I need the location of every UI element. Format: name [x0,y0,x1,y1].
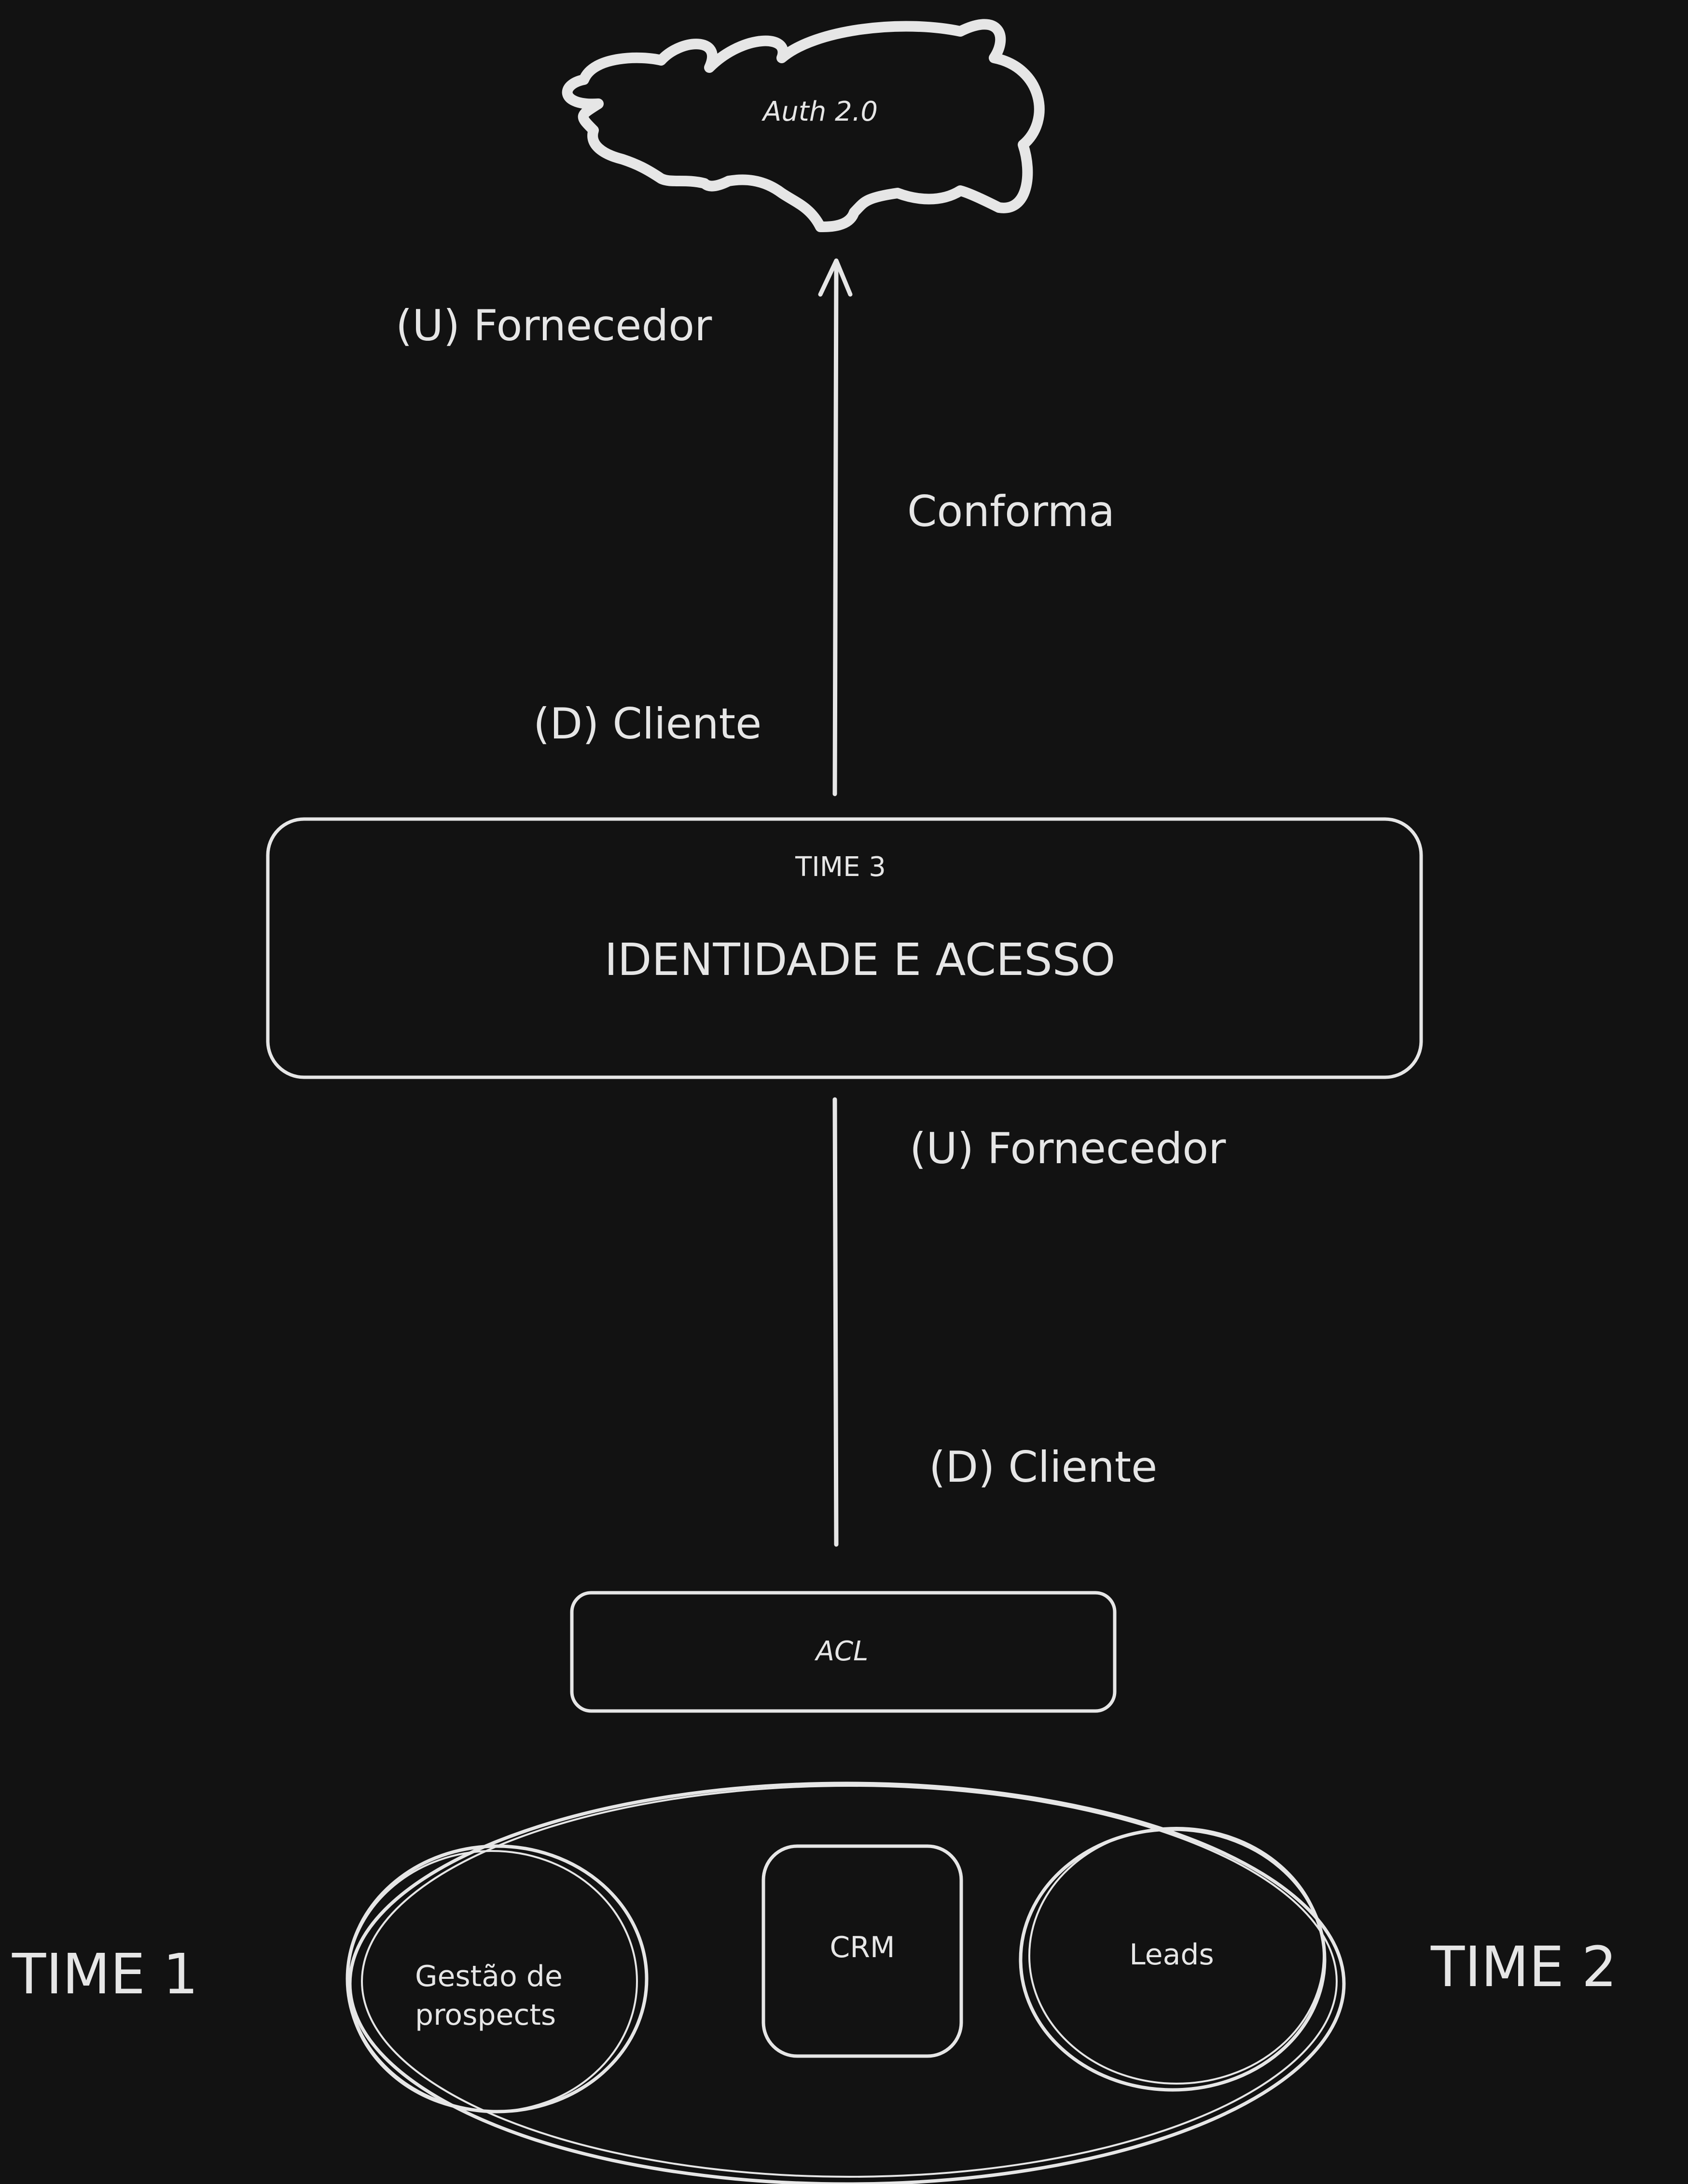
cloud-label: Auth 2.0 [761,96,878,127]
prospects-label-line1: Gestão de [415,1960,563,1993]
identity-context-box: TIME 3 IDENTIDADE E ACESSO [266,817,1423,1079]
contexts-group: Gestão de prospects CRM Leads [346,1781,1346,2184]
acl-box-border [570,1591,1117,1713]
outer-ellipse-sketch [361,1785,1338,2178]
leads-label: Leads [1129,1938,1214,1972]
crm-label: CRM [830,1931,895,1964]
acl-box: ACL [570,1591,1117,1713]
upper-downstream-label: (D) Cliente [533,699,761,749]
acl-label: ACL [815,1636,869,1667]
lower-upstream-label: (U) Fornecedor [910,1124,1226,1173]
identity-title: IDENTIDADE E ACESSO [605,934,1116,986]
upper-arrow-line [832,261,839,796]
identity-box-border [266,817,1423,1079]
prospects-label-line2: prospects [415,1998,556,2032]
upper-relationship: (U) Fornecedor Conforma (D) Cliente [396,258,1115,796]
auth-cloud: Auth 2.0 [562,19,1045,232]
lower-relationship: (U) Fornecedor (D) Cliente [832,1097,1226,1547]
upper-upstream-label: (U) Fornecedor [396,301,712,350]
identity-team-label: TIME 3 [795,851,886,883]
cloud-icon [562,19,1045,232]
outer-ellipse [348,1781,1346,2184]
leads-circle-sketch [1028,1827,1325,2085]
arrowhead-icon [818,258,853,297]
lower-link-line [832,1097,839,1547]
team-left-label: TIME 1 [12,1942,198,2007]
team-right-label: TIME 2 [1430,1935,1617,2000]
lower-downstream-label: (D) Cliente [929,1442,1157,1492]
upper-relation-label: Conforma [907,487,1115,536]
leads-circle [1019,1827,1327,2092]
prospects-circle-sketch [346,1850,638,2113]
crm-box [761,1844,963,2058]
